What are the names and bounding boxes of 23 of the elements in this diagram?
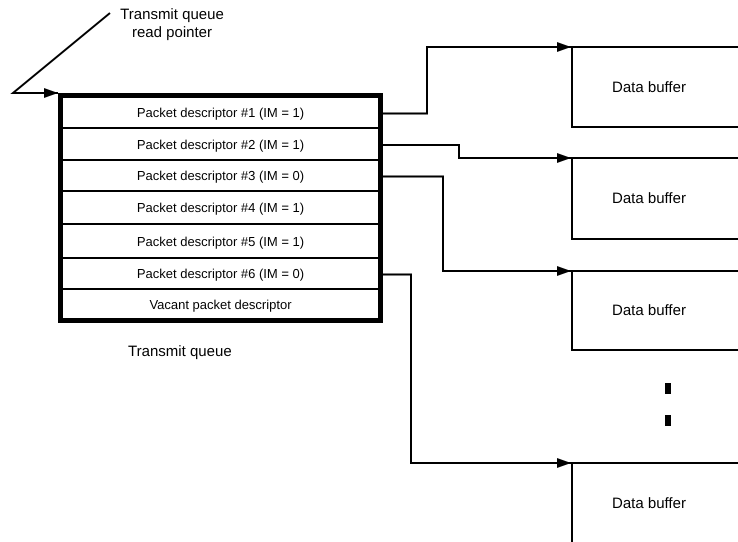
arrow xyxy=(383,42,571,114)
buffer-label: Data buffer xyxy=(612,190,686,207)
data-buffer-box xyxy=(571,462,738,542)
descriptor-label: Packet descriptor #2 (IM = 1) xyxy=(136,136,304,152)
arrow xyxy=(383,176,571,276)
data-buffer-box xyxy=(571,157,738,240)
arrow xyxy=(383,144,571,163)
buffer-label: Data buffer xyxy=(612,494,686,512)
buffer-label: Data buffer xyxy=(612,78,686,96)
descriptor-label: Packet descriptor #4 (IM = 1) xyxy=(136,200,304,215)
descriptor-label: Packet descriptor #6 (IM = 0) xyxy=(136,266,304,281)
descriptor-label: Packet descriptor #5 (IM = 1) xyxy=(136,234,304,248)
buffer-label: Data buffer xyxy=(612,302,686,319)
queue-caption: Transmit queue xyxy=(128,343,232,360)
descriptor-label: Packet descriptor #3 (IM = 0) xyxy=(136,168,304,183)
arrow xyxy=(383,274,571,468)
descriptor-label: Packet descriptor #1 (IM = 1) xyxy=(136,105,304,120)
pointer-label: Transmit queue read pointer xyxy=(112,6,232,46)
data-buffer-box xyxy=(571,270,738,351)
queue-box xyxy=(58,93,383,323)
leader-arrow xyxy=(10,12,111,98)
data-buffer-box xyxy=(571,46,738,128)
descriptor-label: Vacant packet descriptor xyxy=(149,296,292,312)
